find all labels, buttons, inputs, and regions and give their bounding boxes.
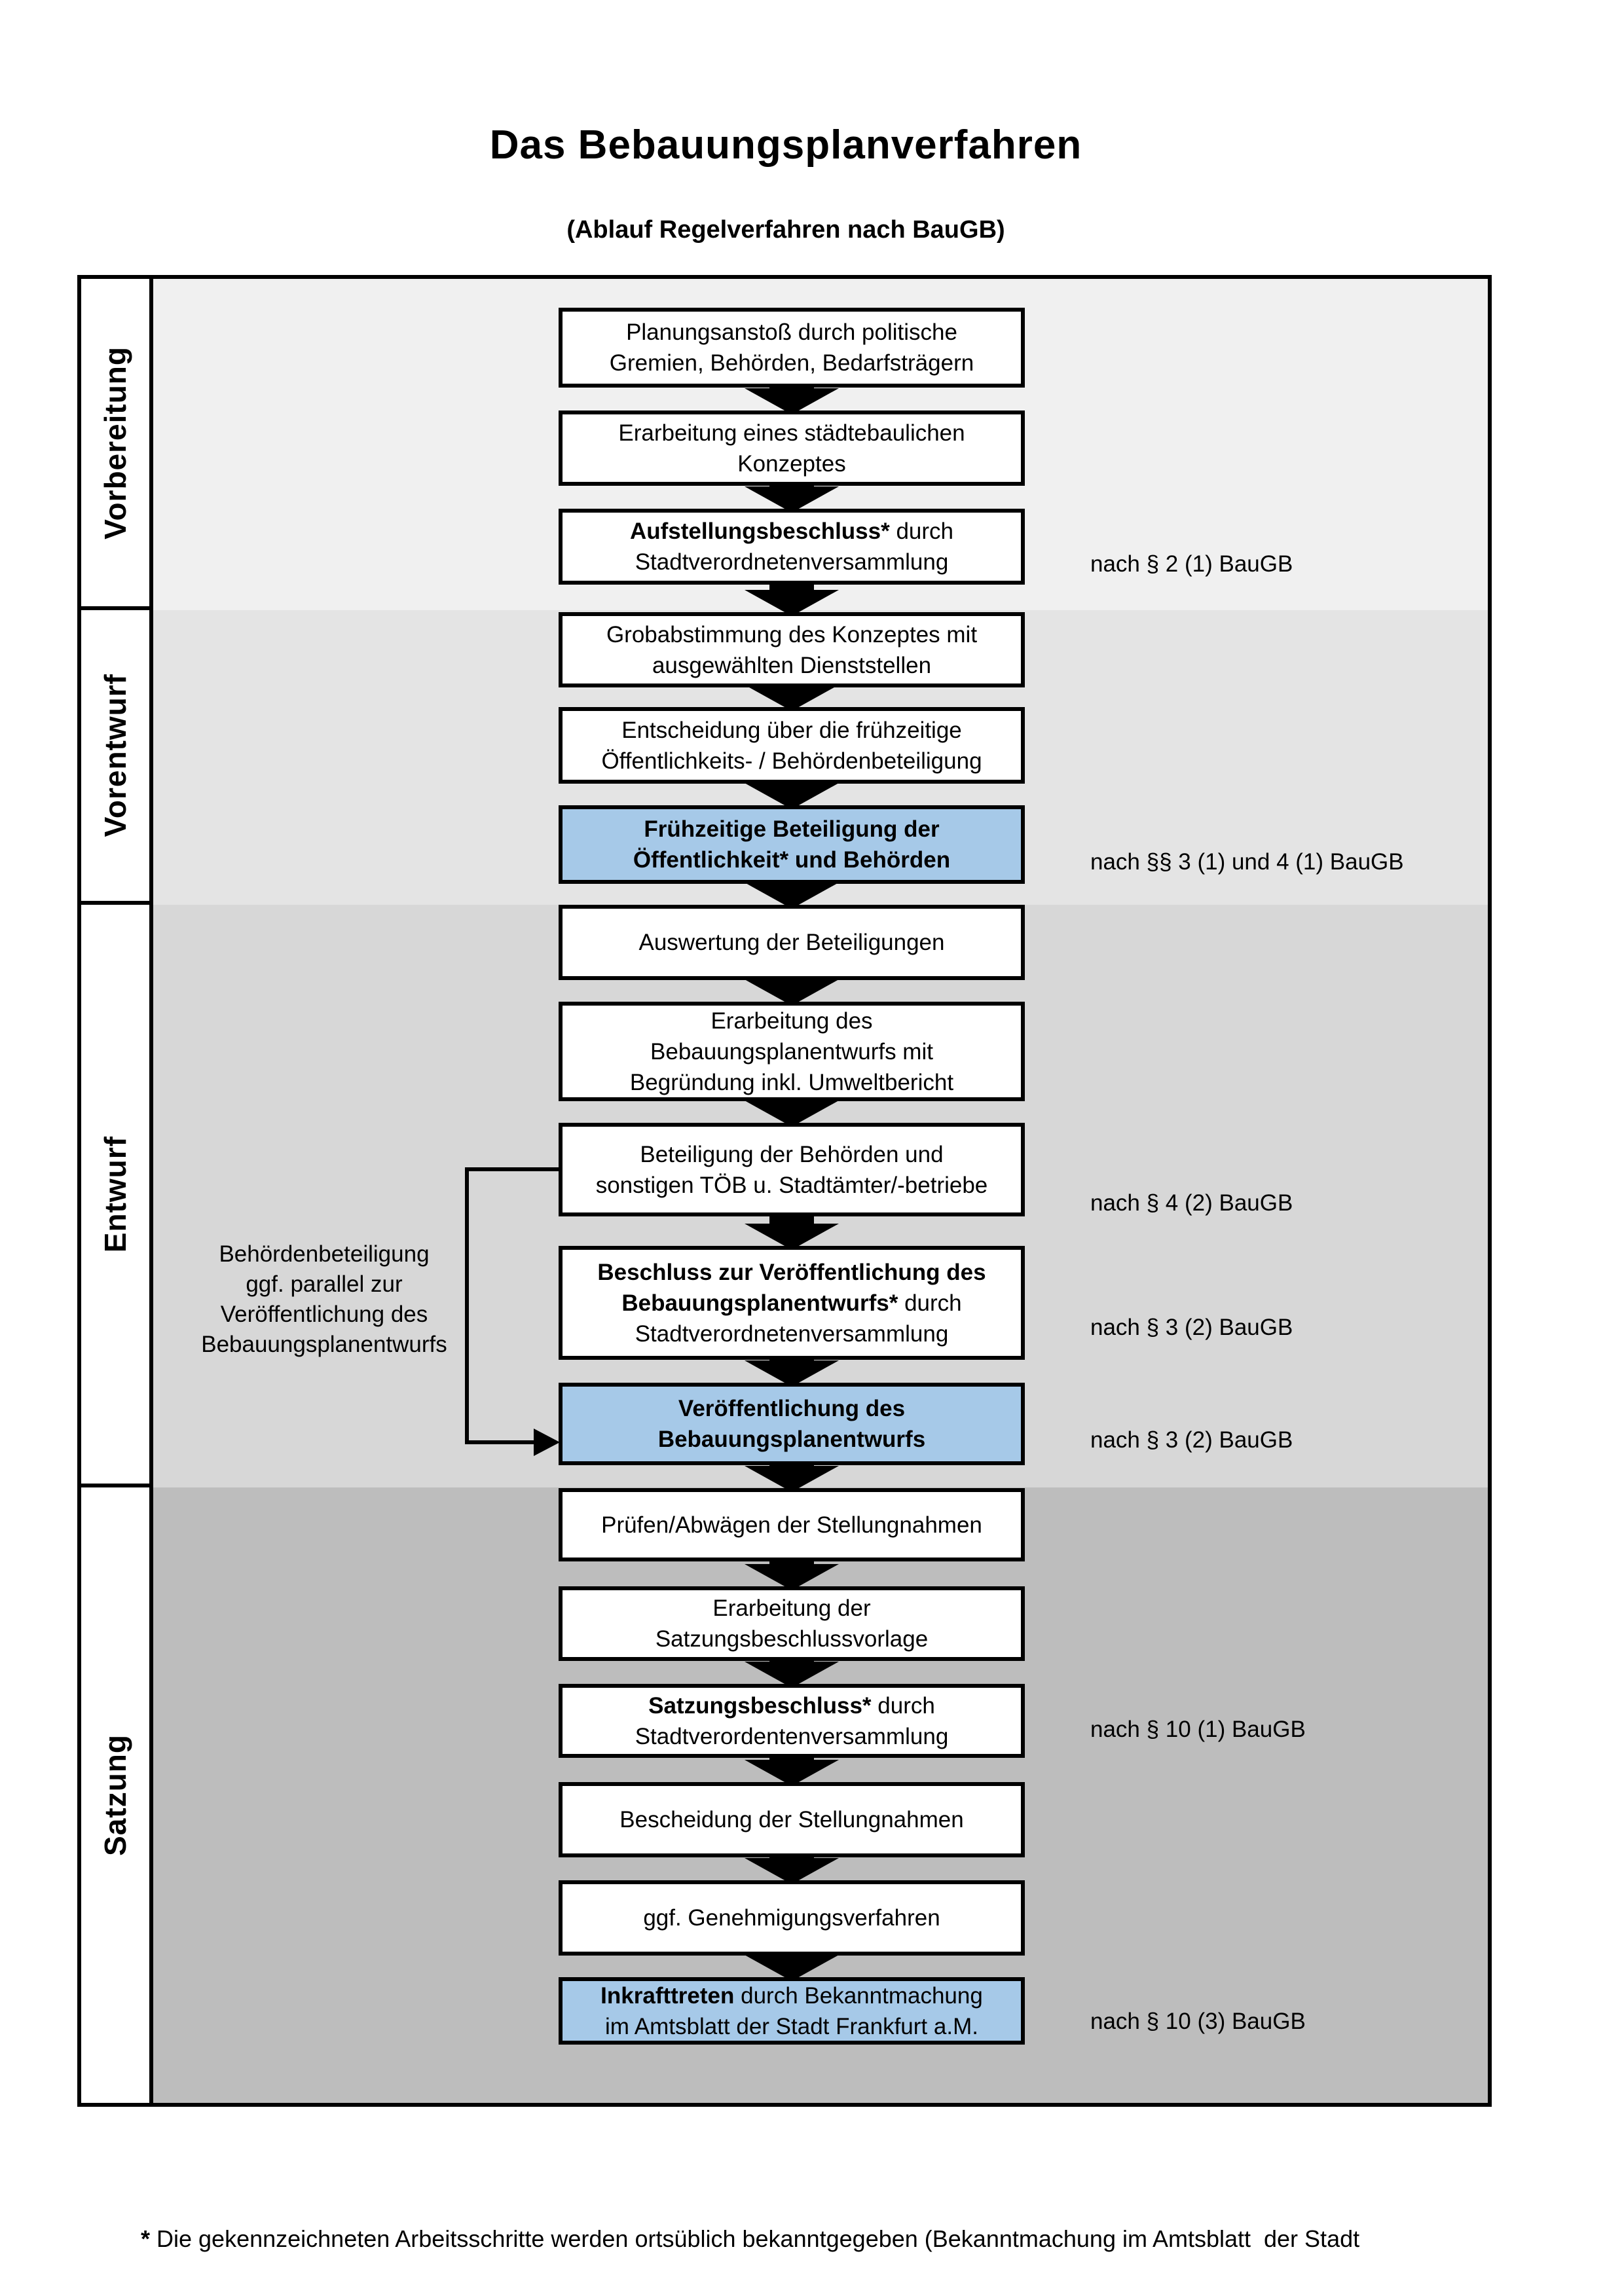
arrow-head-icon — [745, 979, 839, 1006]
flow-box-fruehzeitige-beteiligung: Frühzeitige Beteiligung der Öffentlichke… — [559, 805, 1025, 884]
arrow-head-icon — [745, 1564, 839, 1590]
flow-arrow — [745, 881, 839, 909]
flow-box-entscheidung-fruehzeitige-beteiligung: Entscheidung über die frühzeitige Öffent… — [559, 707, 1025, 784]
arrow-head-icon — [745, 388, 839, 414]
flow-box-beschluss-veroeffentlichung: Beschluss zur Veröffentlichung des Bebau… — [559, 1246, 1025, 1360]
phase-label-satzung: Satzung — [98, 1734, 132, 1856]
arrow-head-icon — [745, 685, 839, 711]
legal-note-satzungsbeschluss: nach § 10 (1) BauGB — [1090, 1717, 1306, 1742]
arrow-head-icon — [745, 1662, 839, 1688]
flow-box-auswertung-beteiligungen: Auswertung der Beteiligungen — [559, 905, 1025, 980]
phase-label-vorbereitung: Vorbereitung — [81, 279, 149, 610]
arrow-head-icon — [745, 1955, 839, 1981]
flow-arrow — [745, 1755, 839, 1786]
arrow-head-icon — [745, 1360, 839, 1387]
arrow-head-icon — [745, 1858, 839, 1884]
arrow-head-icon — [745, 590, 839, 616]
legal-note-behoerdenbeteiligung: nach § 4 (2) BauGB — [1090, 1190, 1293, 1216]
bracket-arrow-head-icon — [534, 1429, 560, 1456]
arrow-stem — [769, 1559, 814, 1564]
flow-box-satzungsbeschlussvorlage: Erarbeitung der Satzungsbeschlussvorlage — [559, 1586, 1025, 1661]
legal-note-fruehzeitige-beteiligung: nach §§ 3 (1) und 4 (1) BauGB — [1090, 849, 1404, 875]
flow-box-grobabstimmung: Grobabstimmung des Konzeptes mit ausgewä… — [559, 612, 1025, 687]
flow-box-beteiligung-behoerden-toeb: Beteiligung der Behörden und sonstigen T… — [559, 1123, 1025, 1216]
phase-label-column: Vorbereitung Vorentwurf Entwurf Satzung — [81, 279, 153, 2103]
flow-box-inkrafttreten: Inkrafttreten durch Bekanntmachung im Am… — [559, 1977, 1025, 2045]
legal-note-inkrafttreten: nach § 10 (3) BauGB — [1090, 2009, 1306, 2034]
arrow-head-icon — [745, 1101, 839, 1127]
flow-arrow — [745, 977, 839, 1006]
arrow-head-icon — [745, 883, 839, 909]
flow-box-erarbeitung-bebauungsplanentwurf: Erarbeitung des Bebauungsplanentwurfs mi… — [559, 1002, 1025, 1101]
flow-box-satzungsbeschluss: Satzungsbeschluss* durch Stadtverordente… — [559, 1684, 1025, 1758]
flow-arrow — [745, 685, 839, 711]
flow-box-planungsanstoss: Planungsanstoß durch politische Gremien,… — [559, 308, 1025, 388]
legal-note-veroeffentlichung: nach § 3 (2) BauGB — [1090, 1427, 1293, 1453]
side-annotation-behoerdenbeteiligung: Behördenbeteiligung ggf. parallel zur Ve… — [201, 1241, 447, 1357]
bracket-top-connector — [465, 1167, 560, 1171]
phase-label-vorentwurf: Vorentwurf — [81, 610, 149, 905]
arrow-head-icon — [745, 486, 839, 513]
page-title: Das Bebauungsplanverfahren — [489, 122, 1082, 168]
flow-arrow — [745, 1214, 839, 1250]
flow-box-staedtebauliches-konzept: Erarbeitung eines städtebaulichen Konzep… — [559, 410, 1025, 486]
footnote: * Die gekennzeichneten Arbeitsschritte w… — [141, 2225, 1360, 2252]
flow-arrow — [745, 582, 839, 616]
phase-label-entwurf: Entwurf — [81, 905, 149, 1487]
flow-box-genehmigungsverfahren: ggf. Genehmigungsverfahren — [559, 1880, 1025, 1956]
arrow-head-icon — [745, 783, 839, 809]
flow-box-pruefen-abwaegen: Prüfen/Abwägen der Stellungnahmen — [559, 1488, 1025, 1561]
flow-arrow — [745, 781, 839, 809]
flow-box-bescheidung-stellungnahmen: Bescheidung der Stellungnahmen — [559, 1782, 1025, 1857]
arrow-head-icon — [745, 1224, 839, 1250]
arrow-head-icon — [745, 1760, 839, 1786]
arrow-head-icon — [745, 1466, 839, 1492]
bracket-bottom-connector — [465, 1440, 538, 1444]
flow-box-veroeffentlichung-entwurf: Veröffentlichung des Bebauungsplanentwur… — [559, 1383, 1025, 1465]
flow-box-aufstellungsbeschluss: Aufstellungsbeschluss* durch Stadtverord… — [559, 509, 1025, 585]
page-subtitle: (Ablauf Regelverfahren nach BauGB) — [566, 216, 1005, 244]
bracket-vertical-line — [465, 1167, 469, 1444]
flow-arrow — [745, 1559, 839, 1590]
legal-note-beschluss-veroeffentlichung: nach § 3 (2) BauGB — [1090, 1315, 1293, 1340]
legal-note-aufstellungsbeschluss: nach § 2 (1) BauGB — [1090, 551, 1293, 577]
